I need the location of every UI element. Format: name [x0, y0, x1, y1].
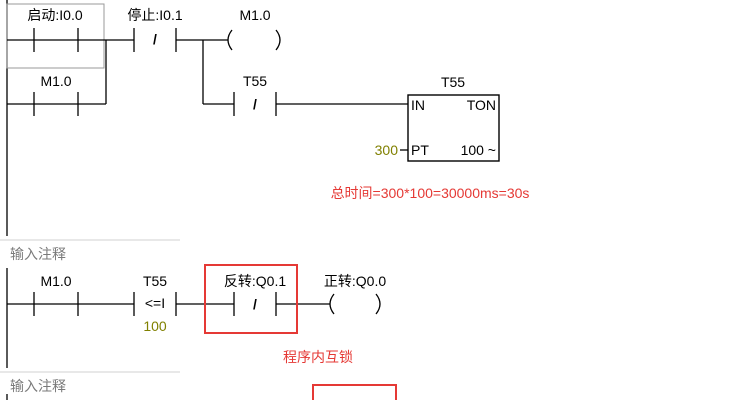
hold-contact-label[interactable]: M1.0 — [40, 73, 71, 89]
timer-resolution: 100 ~ — [461, 142, 496, 158]
start-contact-label[interactable]: 启动:I0.0 — [27, 7, 82, 23]
ton-timer-box[interactable] — [407, 94, 500, 162]
stop-contact-label[interactable]: 停止:I0.1 — [127, 7, 182, 23]
timer-type-label: TON — [467, 97, 496, 113]
timer-contact-label[interactable]: T55 — [243, 73, 267, 89]
nc-slash: / — [153, 31, 157, 47]
timer-box-name: T55 — [441, 74, 465, 90]
selected-contact-frame — [6, 3, 105, 69]
interlock-note: 程序内互锁 — [283, 349, 353, 365]
coil-label[interactable]: M1.0 — [239, 7, 270, 23]
compare-operator: <=I — [145, 295, 165, 311]
compare-timer-label[interactable]: T55 — [143, 273, 167, 289]
timer-pt-label: PT — [411, 142, 429, 158]
network3-comment[interactable]: 输入注释 — [10, 378, 66, 394]
timer-in-label: IN — [411, 97, 425, 113]
svg-text:/: / — [253, 96, 257, 112]
network2-comment[interactable]: 输入注释 — [10, 246, 66, 262]
n2-contact-label[interactable]: M1.0 — [40, 273, 71, 289]
coil-right-arc — [275, 29, 281, 51]
interlock-contact-label[interactable]: 反转:Q0.1 — [224, 273, 286, 289]
coil2-left-arc — [329, 293, 335, 315]
compare-value[interactable]: 100 — [143, 318, 167, 334]
coil2-right-arc — [375, 293, 381, 315]
interlock-highlight-frame — [204, 264, 298, 334]
coil-left-arc — [227, 29, 233, 51]
total-time-note: 总时间=300*100=30000ms=30s — [331, 185, 530, 201]
n2-coil-label[interactable]: 正转:Q0.0 — [324, 273, 386, 289]
next-highlight-frame — [312, 384, 397, 400]
timer-pt-value[interactable]: 300 — [375, 142, 399, 158]
svg-text:/: / — [253, 296, 257, 312]
